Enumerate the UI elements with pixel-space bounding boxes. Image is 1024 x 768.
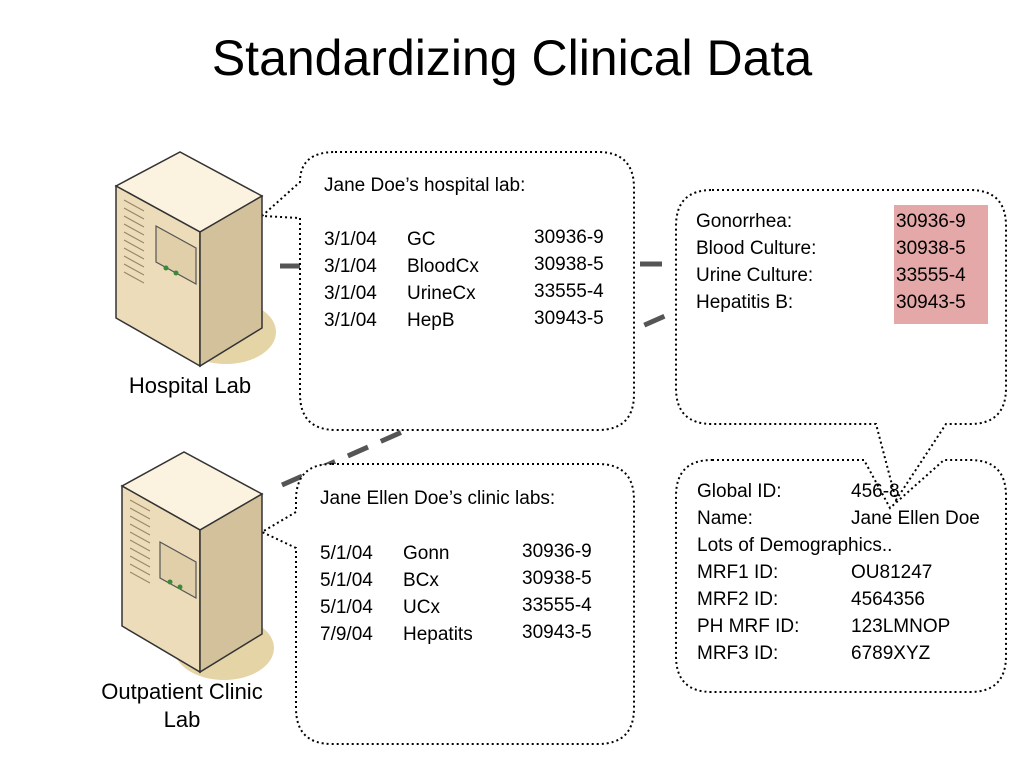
record-callout-bubble: [675, 459, 1007, 693]
record-value: OU81247: [851, 562, 933, 583]
clinic-row-test: UCx: [403, 597, 440, 618]
clinic-server-icon: [120, 451, 274, 680]
record-key: MRF2 ID:: [697, 589, 779, 610]
record-value: 4564356: [851, 589, 925, 610]
clinic-row-code: 30943-5: [522, 622, 592, 643]
clinic-labs-header: Jane Ellen Doe’s clinic labs:: [320, 488, 556, 509]
hospital-row-test: HepB: [407, 310, 455, 331]
slide-title: Standardizing Clinical Data: [211, 30, 813, 86]
record-value: 456-8: [851, 481, 900, 502]
clinic-row-date: 7/9/04: [320, 624, 373, 645]
code-name: Gonorrhea:: [696, 211, 793, 232]
record-key: MRF1 ID:: [697, 562, 779, 583]
clinic-row-test: Gonn: [403, 543, 450, 564]
clinic-row-code: 30938-5: [522, 568, 592, 589]
record-key: Name:: [697, 508, 753, 529]
code-name: Blood Culture:: [696, 238, 817, 259]
clinic-row-code: 30936-9: [522, 541, 592, 562]
hospital-row-date: 3/1/04: [324, 310, 377, 331]
hospital-row-code: 33555-4: [534, 281, 604, 302]
record-key: Global ID:: [697, 481, 782, 502]
hospital-row-date: 3/1/04: [324, 256, 377, 277]
clinic-row-date: 5/1/04: [320, 570, 373, 591]
hospital-row-date: 3/1/04: [324, 229, 377, 250]
code-name: Hepatitis B:: [696, 292, 794, 313]
code-highlight-box: [894, 205, 988, 324]
clinic-row-date: 5/1/04: [320, 543, 373, 564]
clinic-row-test: Hepatits: [403, 624, 473, 645]
hospital-lab-label: Hospital Lab: [128, 373, 252, 398]
hospital-row-code: 30938-5: [534, 254, 604, 275]
hospital-row-code: 30943-5: [534, 308, 604, 329]
code-name: Urine Culture:: [696, 265, 814, 286]
hospital-callout-bubble: [259, 151, 635, 431]
record-value: 123LMNOP: [851, 616, 951, 637]
record-value: Jane Ellen Doe: [851, 508, 980, 529]
hospital-row-date: 3/1/04: [324, 283, 377, 304]
hospital-lab-header: Jane Doe’s hospital lab:: [324, 175, 526, 196]
record-key: MRF3 ID:: [697, 643, 779, 664]
outpatient-clinic-lab-label: Outpatient Clinic Lab: [72, 678, 292, 734]
hospital-row-test: UrineCx: [407, 283, 476, 304]
record-key: PH MRF ID:: [697, 616, 800, 637]
hospital-row-code: 30936-9: [534, 227, 604, 248]
clinic-row-date: 5/1/04: [320, 597, 373, 618]
clinic-row-code: 33555-4: [522, 595, 592, 616]
hospital-server-icon: [114, 151, 276, 368]
clinic-row-test: BCx: [403, 570, 439, 591]
hospital-row-test: GC: [407, 229, 436, 250]
code-value: 30936-9: [896, 211, 966, 232]
hospital-row-test: BloodCx: [407, 256, 479, 277]
outpatient-clinic-label-line2: Lab: [163, 707, 201, 732]
record-value: 6789XYZ: [851, 643, 931, 664]
outpatient-clinic-label-line1: Outpatient Clinic: [101, 679, 263, 704]
code-value: 33555-4: [896, 265, 966, 286]
clinic-callout-bubble: [259, 463, 635, 745]
code-value: 30938-5: [896, 238, 966, 259]
record-key: Lots of Demographics..: [697, 535, 893, 556]
code-value: 30943-5: [896, 292, 966, 313]
